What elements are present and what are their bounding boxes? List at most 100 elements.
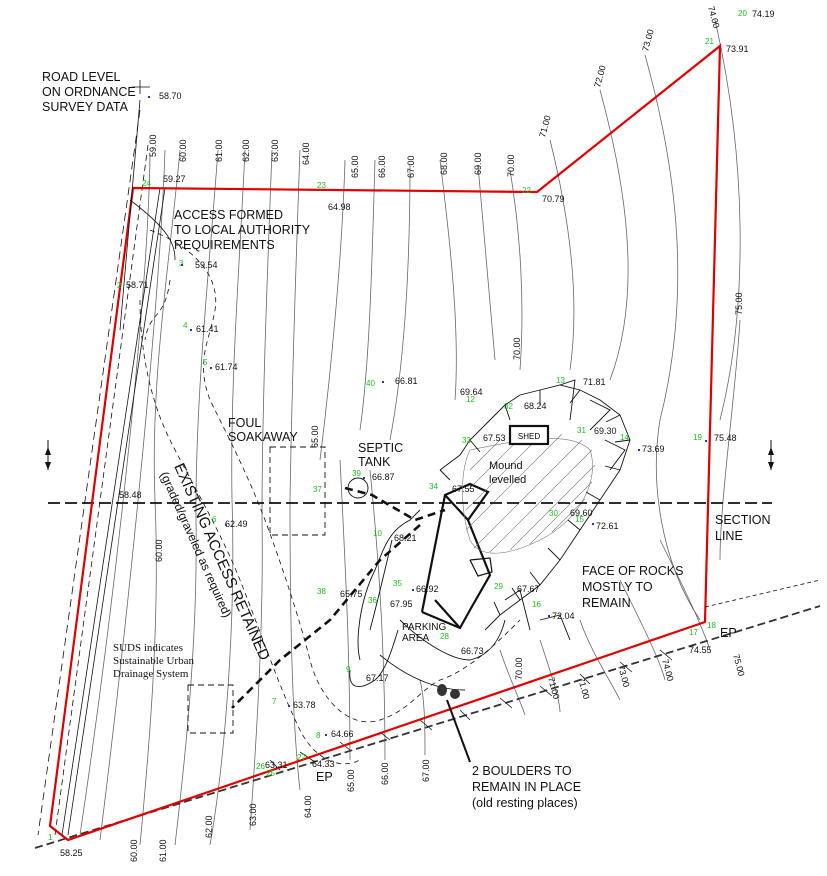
foul-drain-line — [231, 486, 446, 709]
contour-label: 65.00 — [310, 425, 320, 448]
foul-soakaway-label: SOAKAWAY — [228, 430, 298, 444]
house-footprint — [420, 482, 493, 630]
contour-label: 64.00 — [303, 795, 313, 818]
septic-tank-label: SEPTIC — [358, 441, 403, 455]
contour-label: 60.00 — [154, 539, 164, 562]
rock-face-label: MOSTLY TO — [582, 580, 653, 594]
parking-area-label: AREA — [402, 633, 430, 644]
point-number: 28 — [440, 632, 449, 641]
spot-level: 72.04 — [552, 611, 575, 621]
boulders-label: 2 BOULDERS TO — [472, 764, 572, 778]
spot-level: 66.92 — [416, 584, 439, 594]
septic-tank-label: TANK — [358, 455, 391, 469]
point-number: 32 — [504, 402, 513, 411]
point-number: 23 — [317, 181, 326, 190]
spot-level: 67.55 — [452, 484, 475, 494]
suds-soakaway-area — [187, 684, 234, 734]
point-number: 13 — [556, 376, 565, 385]
shed: SHED — [508, 424, 550, 446]
leader-lines — [119, 80, 821, 608]
contour-label: 66.00 — [377, 155, 387, 178]
contour-label: 70.00 — [506, 154, 516, 177]
road-bank-lines — [269, 649, 673, 771]
spot-level: 64.33 — [312, 759, 335, 769]
spot-level: 61.41 — [196, 324, 219, 334]
mound-label: levelled — [489, 474, 526, 486]
point-number: 35 — [393, 579, 402, 588]
annotation-labels: ROAD LEVEL ON ORDNANCE SURVEY DATA ACCES… — [42, 70, 771, 810]
shed-label: SHED — [518, 432, 540, 441]
point-number: 8 — [316, 731, 321, 740]
spot-level: 58.48 — [119, 490, 142, 500]
point-number: 1 — [48, 833, 53, 842]
spot-level: 67.53 — [483, 433, 506, 443]
suds-note: Sustainable Urban — [113, 655, 194, 667]
ep-label: EP — [316, 770, 333, 784]
spot-level: 74.55 — [689, 645, 712, 655]
spot-level: 70.79 — [542, 194, 565, 204]
driveway-outline — [349, 509, 506, 691]
contour-label: 70.00 — [512, 337, 522, 360]
contour-label: 59.00 — [148, 134, 158, 157]
point-number: 16 — [532, 600, 541, 609]
spot-level: 61.74 — [215, 362, 238, 372]
spot-level: 63.78 — [293, 700, 316, 710]
point-number: 9 — [346, 665, 351, 674]
contour-label: 64.00 — [301, 142, 311, 165]
spot-level: 67.17 — [366, 673, 389, 683]
point-number: 12 — [466, 395, 475, 404]
foul-soakaway-label: FOUL — [228, 416, 261, 430]
spot-level: 67.95 — [390, 599, 413, 609]
spot-level: 71.81 — [583, 377, 606, 387]
point-number: 15 — [575, 515, 584, 524]
ep-label: EP — [720, 626, 737, 640]
point-number: 31 — [577, 426, 586, 435]
point-number: 29 — [494, 582, 503, 591]
point-number: 7 — [272, 697, 277, 706]
access-note: TO LOCAL AUTHORITY — [174, 223, 311, 237]
point-number: 37 — [313, 485, 322, 494]
parking-area-label: PARKING — [402, 622, 446, 633]
point-number: 24 — [142, 179, 151, 188]
point-number: 18 — [707, 621, 716, 630]
contour-label: 74.00 — [706, 5, 721, 29]
access-note: REQUIREMENTS — [174, 238, 275, 252]
spot-level: 66.81 — [395, 376, 418, 386]
contour-label: 60.00 — [178, 139, 188, 162]
spot-level: 69.64 — [460, 387, 483, 397]
septic-tank-symbol — [347, 477, 369, 499]
contour-label: 62.00 — [241, 139, 251, 162]
suds-note: Drainage System — [113, 668, 189, 680]
foul-soakaway-area — [269, 446, 326, 536]
spot-levels: 20 74.19 21 73.91 58.70 24 59.27 23 64.9… — [48, 9, 775, 858]
contour-label: 61.00 — [214, 139, 224, 162]
contour-label: 67.00 — [421, 759, 431, 782]
contour-label: 63.00 — [248, 803, 258, 826]
spot-level: 67.67 — [517, 584, 540, 594]
point-number: 25 — [266, 769, 275, 778]
contour-label: 71.00 — [537, 114, 552, 138]
point-number: 14 — [620, 433, 629, 442]
road-edge-lines — [37, 109, 166, 836]
existing-access-label: EXISTING ACCESS RETAINED — [170, 461, 273, 664]
contour-label: 74.00 — [660, 658, 675, 682]
point-number: 39 — [352, 469, 361, 478]
spot-level: 75.48 — [714, 433, 737, 443]
contour-label: 60.00 — [129, 839, 139, 862]
point-number: 33 — [462, 436, 471, 445]
spot-level: 58.25 — [60, 848, 83, 858]
point-number: 21 — [705, 37, 714, 46]
spot-level: 63.31 — [265, 760, 288, 770]
section-line-label: SECTION — [715, 513, 771, 527]
spot-level: 68.24 — [524, 401, 547, 411]
contour-label: 62.00 — [204, 815, 214, 838]
spot-level: 72.61 — [596, 521, 619, 531]
survey-markers — [148, 96, 707, 736]
existing-access-track — [139, 229, 521, 764]
point-number: 3 — [179, 259, 184, 268]
contour-label: 65.00 — [350, 155, 360, 178]
spot-level: 59.27 — [163, 174, 186, 184]
section-line — [45, 440, 774, 504]
spot-level: 58.71 — [126, 280, 149, 290]
